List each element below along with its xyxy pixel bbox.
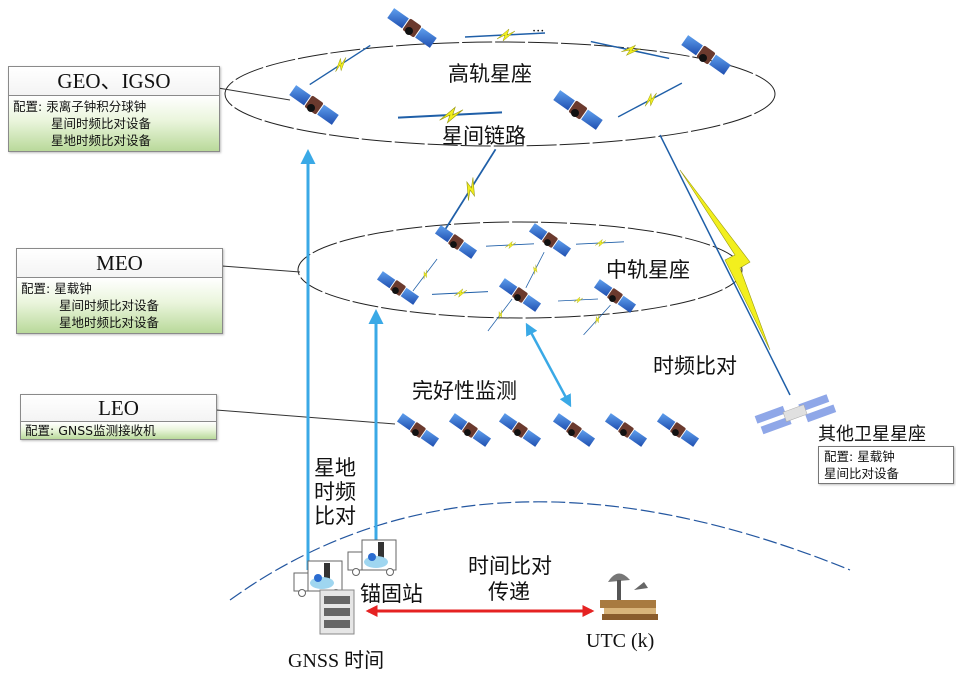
- config-item: GNSS监测接收机: [58, 423, 156, 438]
- high-orbit-ellipse: [224, 41, 776, 147]
- leo-leader-line: [215, 409, 396, 425]
- meo-config: 配置: 星载钟 星间时频比对设备 星地时频比对设备: [17, 278, 222, 333]
- link-bolt: [580, 303, 614, 337]
- config-label: 配置:: [13, 99, 43, 114]
- anchor-station-truck-icon: [347, 539, 397, 576]
- high-orbit-label: 高轨星座: [448, 62, 532, 86]
- integrity-monitor-label: 完好性监测: [412, 379, 517, 403]
- sat-ground-compare-label-1: 星地: [314, 456, 356, 480]
- time-transfer-label-2: 传递: [488, 580, 530, 604]
- satellite-icon: [528, 223, 572, 257]
- leo-title: LEO: [21, 395, 216, 422]
- mid-orbit-label: 中轨星座: [606, 258, 690, 282]
- space-station-icon: [754, 394, 837, 435]
- anchor-station-label: 锚固站: [360, 582, 423, 606]
- config-item: 星间时频比对设备: [59, 298, 160, 313]
- satellite-icon: [656, 413, 700, 447]
- time-transfer-label-1: 时间比对: [468, 554, 552, 578]
- config-item: 汞离子钟积分球钟: [46, 99, 147, 114]
- sat-ground-compare-label-3: 比对: [314, 504, 356, 528]
- config-label: 配置:: [21, 281, 51, 296]
- satellite-icon: [681, 35, 731, 75]
- time-freq-link-line: [659, 134, 791, 396]
- geo-igso-config: 配置: 汞离子钟积分球钟 星间时频比对设备 星地时频比对设备: [9, 96, 219, 151]
- link-bolt: [557, 296, 599, 304]
- config-item: 星地时频比对设备: [59, 315, 160, 330]
- config-item: 星地时频比对设备: [51, 133, 152, 148]
- geo-igso-title: GEO、IGSO: [9, 67, 219, 96]
- other-constellation-config-box: 配置: 星载钟 星间比对设备: [818, 446, 954, 484]
- time-freq-compare-label: 时频比对: [653, 354, 737, 378]
- utc-k-label: UTC (k): [586, 630, 655, 652]
- satellite-icon: [396, 413, 440, 447]
- satellite-icon: [604, 413, 648, 447]
- satellite-icon: [593, 279, 637, 313]
- leo-config-box: LEO 配置: GNSS监测接收机: [20, 394, 217, 440]
- link-bolt: [409, 257, 441, 293]
- config-label: 配置:: [25, 423, 55, 438]
- config-item: 星间比对设备: [824, 466, 900, 481]
- satellite-icon: [448, 413, 492, 447]
- satellite-icon: [552, 413, 596, 447]
- gnss-time-label: GNSS 时间: [288, 650, 385, 672]
- meo-leader-line: [221, 265, 301, 273]
- other-constellation-label: 其他卫星星座: [818, 424, 926, 445]
- link-bolt: [435, 145, 505, 235]
- geo-leader-line: [217, 87, 291, 101]
- link-bolt: [522, 250, 548, 290]
- geo-igso-config-box: GEO、IGSO 配置: 汞离子钟积分球钟 星间时频比对设备 星地时频比对设备: [8, 66, 220, 152]
- sat-ground-compare-label-2: 时频: [314, 480, 356, 504]
- link-bolt: [485, 240, 535, 250]
- config-item: 星载钟: [54, 281, 92, 296]
- intersat-link-label: 星间链路: [442, 124, 526, 148]
- satellite-icon: [376, 271, 420, 305]
- earth-horizon-line: [229, 501, 851, 601]
- mid-orbit-ellipse: [297, 221, 743, 319]
- gnss-time-building-icon: [319, 589, 355, 635]
- integrity-monitor-arrow: [525, 322, 572, 408]
- satellite-icon: [498, 413, 542, 447]
- link-bolt: [614, 79, 686, 121]
- meo-title: MEO: [17, 249, 222, 278]
- satellite-icon: [289, 85, 339, 125]
- leo-config: 配置: GNSS监测接收机: [21, 422, 216, 439]
- link-bolt: [431, 288, 489, 298]
- satellite-icon: [434, 225, 478, 259]
- link-bolt: [589, 33, 671, 67]
- satellite-icon: [387, 8, 437, 48]
- link-bolt: [575, 238, 625, 248]
- time-freq-bolt: [679, 169, 771, 351]
- utc-station-icon: [600, 573, 658, 620]
- satellite-icon: [553, 90, 603, 130]
- link-bolt: [484, 297, 516, 333]
- ellipsis-label: ···: [532, 24, 545, 39]
- meo-config-box: MEO 配置: 星载钟 星间时频比对设备 星地时频比对设备: [16, 248, 223, 334]
- config-item: 星间时频比对设备: [51, 116, 152, 131]
- satellite-icon: [498, 278, 542, 312]
- config-label: 配置:: [824, 449, 854, 464]
- config-item: 星载钟: [857, 449, 895, 464]
- link-bolt: [305, 41, 375, 89]
